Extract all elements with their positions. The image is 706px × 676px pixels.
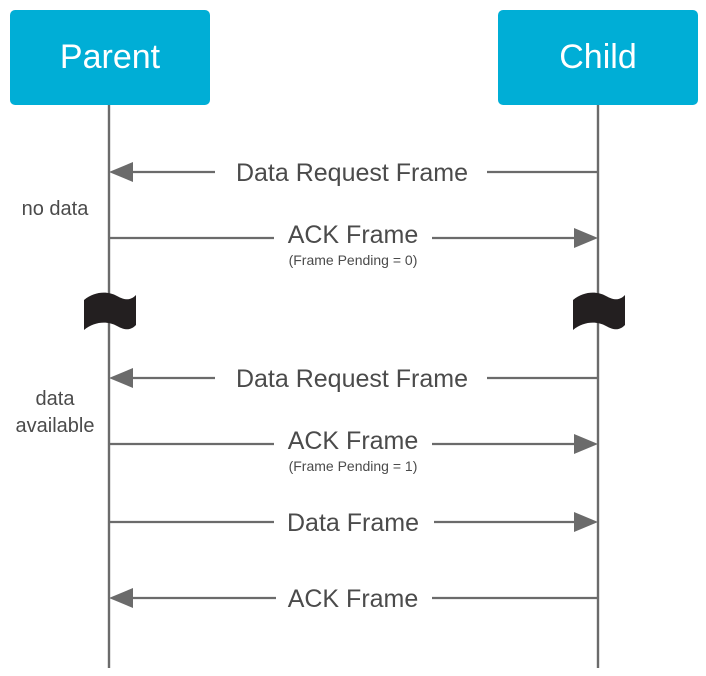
message-label: Data Frame — [287, 509, 419, 537]
actor-parent-label: Parent — [60, 38, 161, 76]
side-note-line: available — [16, 415, 95, 437]
message-label-backdrop — [215, 158, 487, 186]
actor-child-box[interactable] — [498, 10, 698, 105]
message-label-backdrop — [274, 222, 432, 248]
message-sublabel: (Frame Pending = 1) — [289, 458, 418, 474]
message-label: Data Request Frame — [236, 159, 468, 187]
arrowhead-left-icon — [109, 588, 133, 608]
message-label: ACK Frame — [288, 427, 419, 455]
actor-parent-box[interactable] — [10, 10, 210, 105]
arrowhead-right-icon — [574, 228, 598, 248]
message-ack-frame-2: ACK Frame (Frame Pending = 1) — [109, 427, 598, 474]
message-data-request-frame-2: Data Request Frame — [109, 364, 598, 393]
break-flag-icon — [84, 292, 136, 330]
arrowhead-left-icon — [109, 368, 133, 388]
arrowhead-left-icon — [109, 162, 133, 182]
side-note-data-available: data available — [16, 388, 95, 437]
message-data-request-frame-1: Data Request Frame — [109, 158, 598, 187]
lifelines — [107, 104, 600, 668]
break-symbol-child — [573, 292, 625, 330]
message-ack-frame-3: ACK Frame — [109, 584, 598, 613]
message-label-backdrop — [274, 508, 434, 536]
message-label: ACK Frame — [288, 585, 419, 613]
break-symbol-parent — [84, 292, 136, 330]
message-sublabel: (Frame Pending = 0) — [289, 252, 418, 268]
message-label-backdrop — [215, 364, 487, 392]
arrowhead-right-icon — [574, 434, 598, 454]
side-note-line: data — [36, 388, 76, 410]
message-label: ACK Frame — [288, 221, 419, 249]
message-data-frame: Data Frame — [109, 508, 598, 537]
message-label: Data Request Frame — [236, 365, 468, 393]
message-label-backdrop — [276, 584, 432, 612]
side-note-no-data: no data — [22, 198, 90, 220]
actor-child[interactable]: Child — [498, 10, 698, 105]
actor-parent[interactable]: Parent — [10, 10, 210, 105]
break-flag-icon — [573, 292, 625, 330]
message-ack-frame-1: ACK Frame (Frame Pending = 0) — [109, 221, 598, 268]
side-note-line: no data — [22, 198, 90, 220]
actor-child-label: Child — [559, 38, 636, 76]
message-label-backdrop — [274, 428, 432, 454]
arrowhead-right-icon — [574, 512, 598, 532]
